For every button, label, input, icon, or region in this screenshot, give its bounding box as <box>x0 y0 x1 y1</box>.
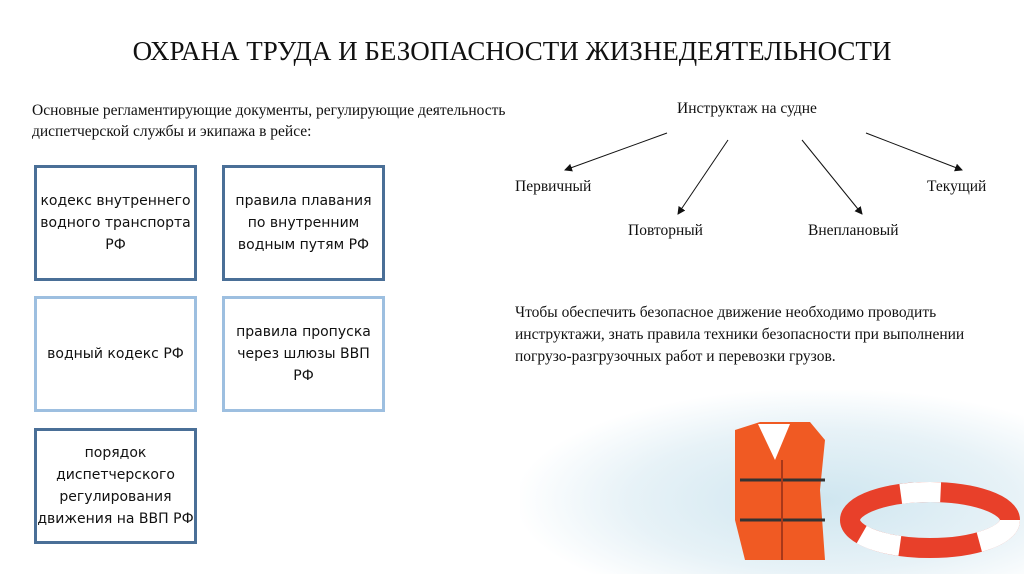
doc-label: водный кодекс РФ <box>47 346 184 362</box>
arrow-repeat <box>677 139 729 215</box>
doc-box-1: кодекс внутреннего водного транспорта РФ <box>34 165 197 281</box>
lead-text: Основные регламентирующие документы, рег… <box>32 102 506 140</box>
briefing-type-primary: Первичный <box>515 178 592 195</box>
doc-label: правила плавания по внутренним водным пу… <box>235 193 372 253</box>
doc-label: кодекс внутреннего водного транспорта РФ <box>40 193 191 253</box>
doc-box-4: правила пропуска через шлюзы ВВП РФ <box>222 296 385 412</box>
doc-box-5: порядок диспетчерского регулирования дви… <box>34 428 197 544</box>
doc-box-3: водный кодекс РФ <box>34 296 197 412</box>
slide-title: ОХРАНА ТРУДА И БЕЗОПАСНОСТИ ЖИЗНЕДЕЯТЕЛЬ… <box>132 36 892 66</box>
doc-label: правила пропуска через шлюзы ВВП РФ <box>236 324 371 384</box>
briefing-root: Инструктаж на судне <box>677 100 817 117</box>
briefing-type-repeat: Повторный <box>628 222 703 239</box>
life-ring-icon <box>840 482 1020 558</box>
safety-paragraph: Чтобы обеспечить безопасное движение нео… <box>515 304 965 365</box>
briefing-type-unscheduled: Внеплановый <box>808 222 899 239</box>
arrow-unscheduled <box>801 139 863 215</box>
doc-box-2: правила плавания по внутренним водным пу… <box>222 165 385 281</box>
life-vest-icon <box>735 422 825 560</box>
doc-label: порядок диспетчерского регулирования дви… <box>37 445 194 527</box>
arrow-current <box>865 132 963 172</box>
life-vest-and-ring-image <box>735 422 1020 560</box>
arrow-primary <box>564 132 668 172</box>
briefing-type-current: Текущий <box>927 178 987 195</box>
